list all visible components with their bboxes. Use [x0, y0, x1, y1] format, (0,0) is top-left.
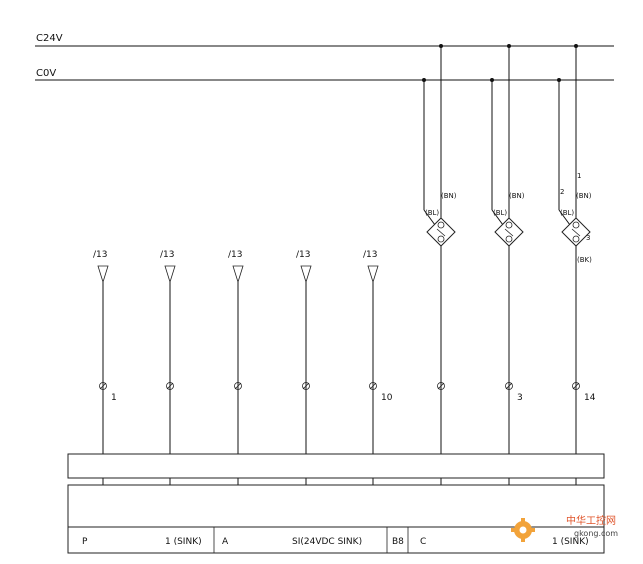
sensor-pin-icon	[572, 235, 580, 243]
proximity-sensor: (BL) (BN) 2 1 3 (BK)	[557, 44, 592, 264]
rail-c0v-label: C0V	[36, 68, 56, 79]
wire-terminal-icon	[437, 382, 445, 390]
cross-reference: /13	[296, 250, 310, 260]
wire-terminal-icon	[369, 382, 377, 390]
wire-terminal-icon	[572, 382, 580, 390]
watermark: 中华工控网 gkong.com	[511, 514, 618, 542]
wire-terminal-slash	[166, 382, 174, 390]
wire-terminal-slash	[99, 382, 107, 390]
watermark-cn: 中华工控网	[566, 514, 616, 527]
wire-terminal-icon	[99, 382, 107, 390]
proximity-sensor: (BL) (BN)	[490, 44, 525, 260]
wire-number: 10	[381, 393, 393, 403]
module-label-a: A	[222, 537, 229, 547]
sensor-pin-number: 2	[560, 188, 564, 196]
wire-terminal-slash	[505, 382, 513, 390]
cross-reference: /13	[93, 250, 107, 260]
sensor-label-bl: (BL)	[425, 209, 439, 217]
sensor-pin-number: 1	[577, 172, 581, 180]
cross-reference: /13	[228, 250, 242, 260]
terminal-strip-lower	[67, 484, 605, 528]
watermark-url: gkong.com	[574, 529, 618, 538]
rail-c24v-label: C24V	[36, 33, 63, 44]
proximity-sensor: (BL) (BN)	[422, 44, 457, 260]
input-channel: /131IN 0	[91, 250, 117, 519]
wire-terminal-slash	[234, 382, 242, 390]
wire-number: 3	[517, 393, 523, 403]
input-channel: /13IN 1	[158, 250, 176, 519]
wire-number: 1	[111, 393, 117, 403]
sensor-wire-bl	[423, 209, 436, 226]
wire-terminal-slash	[302, 382, 310, 390]
sensor-contact	[571, 228, 581, 237]
module-label-b8: B8	[392, 537, 404, 547]
wire-terminal-icon	[166, 382, 174, 390]
module-label-c: C	[420, 537, 426, 547]
sensor-label-bn: (BN)	[576, 192, 592, 200]
sensor-label-bl: (BL)	[493, 209, 507, 217]
terminal-strip-upper	[67, 453, 605, 479]
signal-arrow-icon	[300, 265, 312, 284]
signal-arrow-icon	[164, 265, 176, 284]
sensor-wire-bl	[558, 209, 571, 226]
sensor-label-bl: (BL)	[560, 209, 574, 217]
cross-reference: /13	[160, 250, 174, 260]
wire-terminal-icon	[234, 382, 242, 390]
input-channel: /13IN 3	[294, 250, 312, 519]
module-label-sink-b: 1 (SINK)	[552, 537, 589, 547]
sensor-wire-bl	[491, 209, 504, 226]
sensor-pin-icon	[505, 221, 513, 229]
module-label-p: P	[82, 537, 88, 547]
input-channel: /13IN 2	[226, 250, 244, 519]
sensor-pin-icon	[572, 221, 580, 229]
wire-terminal-icon	[505, 382, 513, 390]
wire-terminal-slash	[369, 382, 377, 390]
sensor-label-bk: (BK)	[577, 256, 592, 264]
module-label-sink-a: 1 (SINK)	[165, 537, 202, 547]
signal-arrow-icon	[367, 265, 379, 284]
sensor-label-bn: (BN)	[509, 192, 525, 200]
proximity-sensors: (BL) (BN) (BL) (BN) (BL) (BN) 2 1 3 (BK)	[422, 44, 592, 264]
gear-icon	[511, 518, 535, 542]
wire-terminal-icon	[302, 382, 310, 390]
sensor-label-bn: (BN)	[441, 192, 457, 200]
signal-arrow-icon	[232, 265, 244, 284]
sensor-contact	[504, 228, 514, 237]
sensor-contact	[436, 228, 446, 237]
module-label-desc: SI(24VDC SINK)	[292, 537, 362, 547]
signal-arrow-icon	[97, 265, 109, 284]
cross-reference: /13	[363, 250, 377, 260]
input-channel: /1310IN 4	[361, 250, 393, 519]
sensor-pin-icon	[437, 235, 445, 243]
sensor-pin-number: 3	[586, 234, 590, 242]
wire-number: 14	[584, 393, 596, 403]
sensor-pin-icon	[505, 235, 513, 243]
wire-terminal-slash	[437, 382, 445, 390]
sensor-pin-icon	[437, 221, 445, 229]
wire-terminal-slash	[572, 382, 580, 390]
